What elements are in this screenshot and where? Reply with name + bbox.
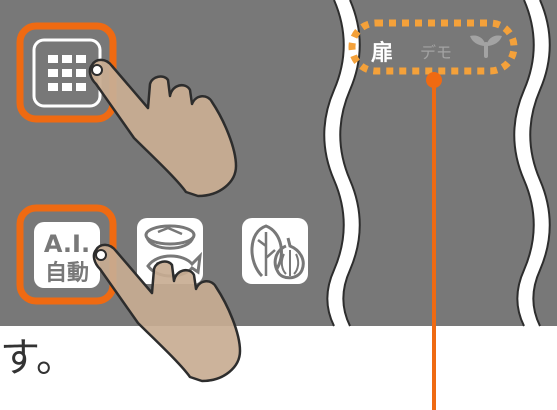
ai-auto-line1: A.I.	[44, 230, 90, 258]
vegetable-button[interactable]	[242, 218, 308, 284]
callout-dot	[426, 72, 442, 88]
ai-auto-line2: 自動	[45, 260, 89, 286]
hand-2-fingertip	[96, 250, 106, 260]
caption-text: す。	[0, 338, 76, 378]
hand-1-fingertip	[92, 65, 102, 75]
grid-dots	[48, 55, 86, 91]
door-indicator: 扉	[371, 40, 393, 66]
ai-auto-button[interactable]: A.I. 自動	[34, 222, 100, 288]
demo-indicator: デモ	[420, 43, 452, 62]
